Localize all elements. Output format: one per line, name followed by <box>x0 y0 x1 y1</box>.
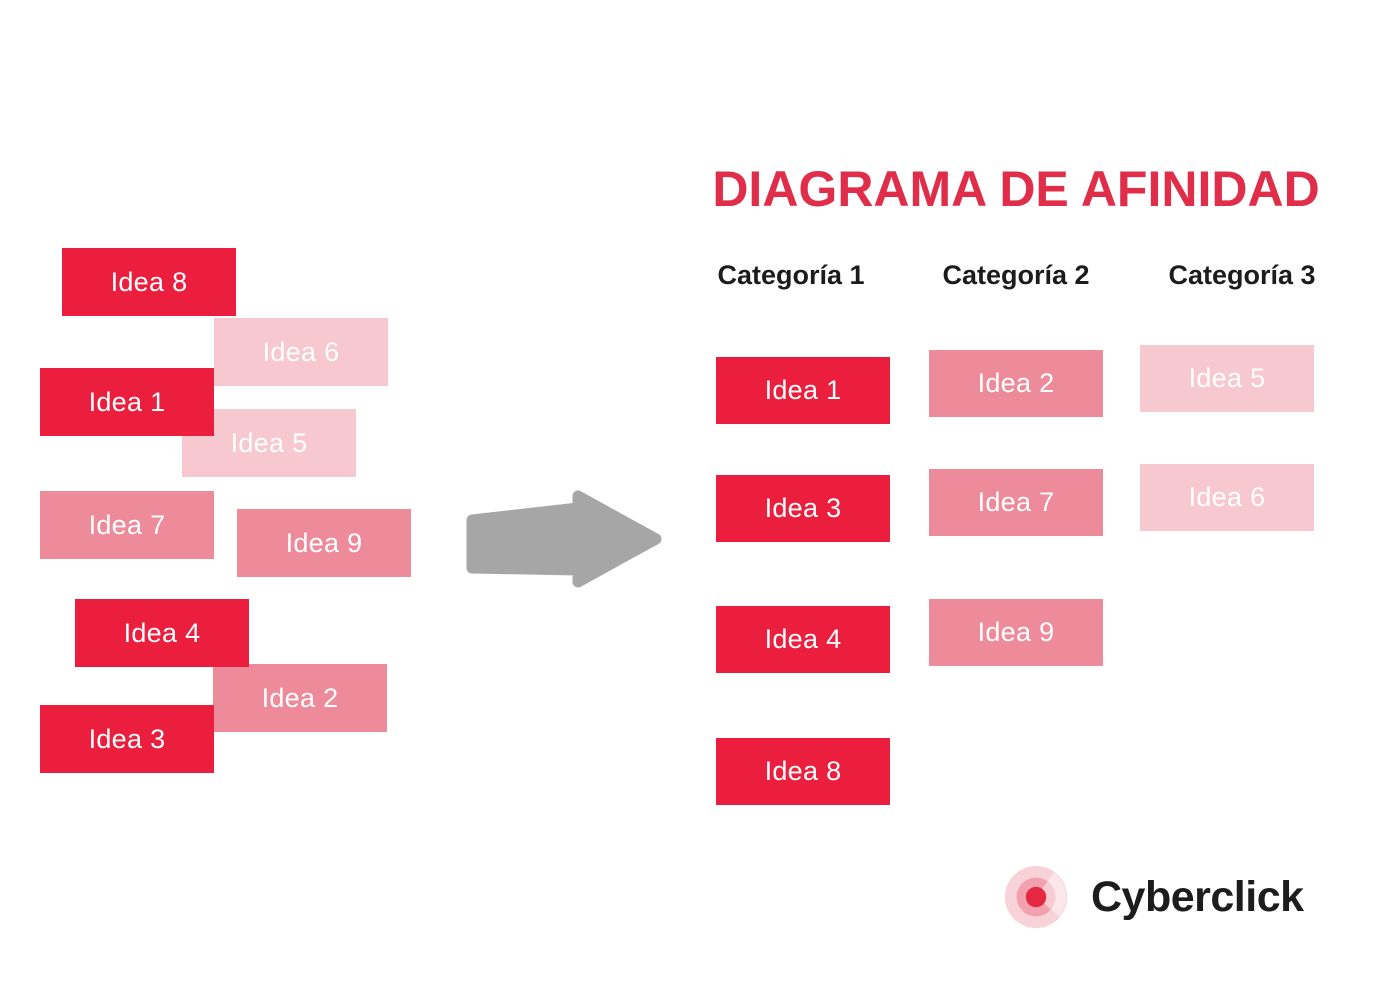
cat1-note-idea-3: Idea 3 <box>716 475 890 542</box>
cat2-note-idea-7: Idea 7 <box>929 469 1103 536</box>
left-note-idea-8: Idea 8 <box>62 248 236 316</box>
cat2-note-idea-9: Idea 9 <box>929 599 1103 666</box>
left-note-idea-1: Idea 1 <box>40 368 214 436</box>
cat1-note-idea-1: Idea 1 <box>716 357 890 424</box>
diagram-title: DIAGRAMA DE AFINIDAD <box>712 161 1320 217</box>
category-header-1: Categoría 1 <box>717 260 865 290</box>
left-note-idea-6: Idea 6 <box>214 318 388 386</box>
left-note-idea-4: Idea 4 <box>75 599 249 667</box>
cyberclick-target-icon <box>1004 865 1068 929</box>
right-arrow-icon <box>452 478 676 602</box>
brand-logo: Cyberclick <box>1003 863 1304 931</box>
left-note-idea-9: Idea 9 <box>237 509 411 577</box>
cat2-note-idea-2: Idea 2 <box>929 350 1103 417</box>
category-header-3: Categoría 3 <box>1168 260 1316 290</box>
cat3-note-idea-6: Idea 6 <box>1140 464 1314 531</box>
category-header-2: Categoría 2 <box>942 260 1090 290</box>
left-note-idea-2: Idea 2 <box>213 664 387 732</box>
cat1-note-idea-8: Idea 8 <box>716 738 890 805</box>
cat3-note-idea-5: Idea 5 <box>1140 345 1314 412</box>
left-note-idea-7: Idea 7 <box>40 491 214 559</box>
cat1-note-idea-4: Idea 4 <box>716 606 890 673</box>
brand-name: Cyberclick <box>1091 872 1304 921</box>
left-note-idea-3: Idea 3 <box>40 705 214 773</box>
